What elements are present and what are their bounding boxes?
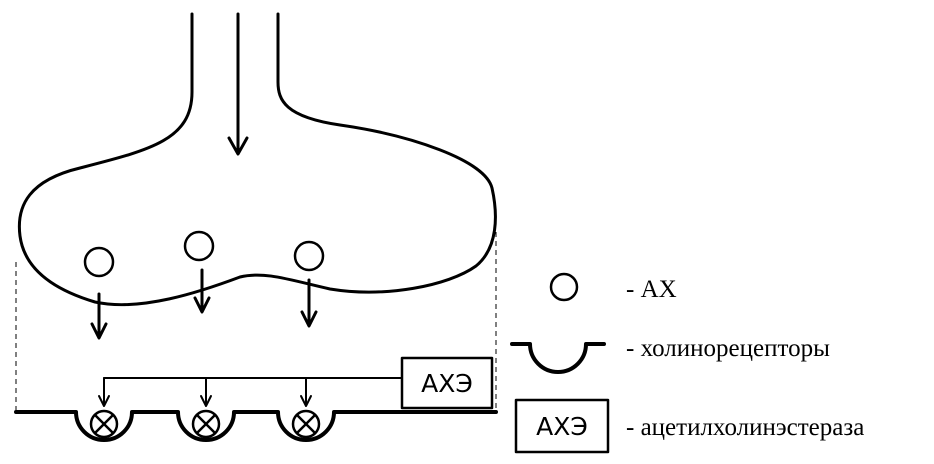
enzyme-connector (98, 377, 403, 407)
release-arrow (193, 268, 211, 314)
legend-receptor-icon (510, 342, 606, 374)
legend-enzyme-box (514, 398, 610, 454)
receptor-blocked-icon (89, 409, 119, 439)
receptor-blocked-icon (191, 409, 221, 439)
enzyme-box-label: АХЭ (421, 369, 473, 398)
ach-vesicle (83, 246, 115, 278)
legend-enzyme-box-label: АХЭ (536, 412, 588, 441)
release-arrow (300, 278, 318, 328)
postsynaptic-membrane (14, 410, 498, 442)
impulse-arrow-head (227, 136, 249, 156)
presynaptic-terminal (17, 12, 497, 307)
legend-receptor-label: - холинорецепторы (626, 335, 830, 362)
ach-vesicle (293, 240, 325, 272)
legend-ach-label: - АХ (626, 276, 677, 303)
ach-vesicle (183, 230, 215, 262)
legend-ach-icon (549, 272, 579, 302)
release-arrow (90, 292, 108, 340)
legend-enzyme-label: - ацетилхолинэстераза (626, 414, 864, 441)
receptor-blocked-icon (291, 409, 321, 439)
enzyme-box (400, 356, 494, 410)
